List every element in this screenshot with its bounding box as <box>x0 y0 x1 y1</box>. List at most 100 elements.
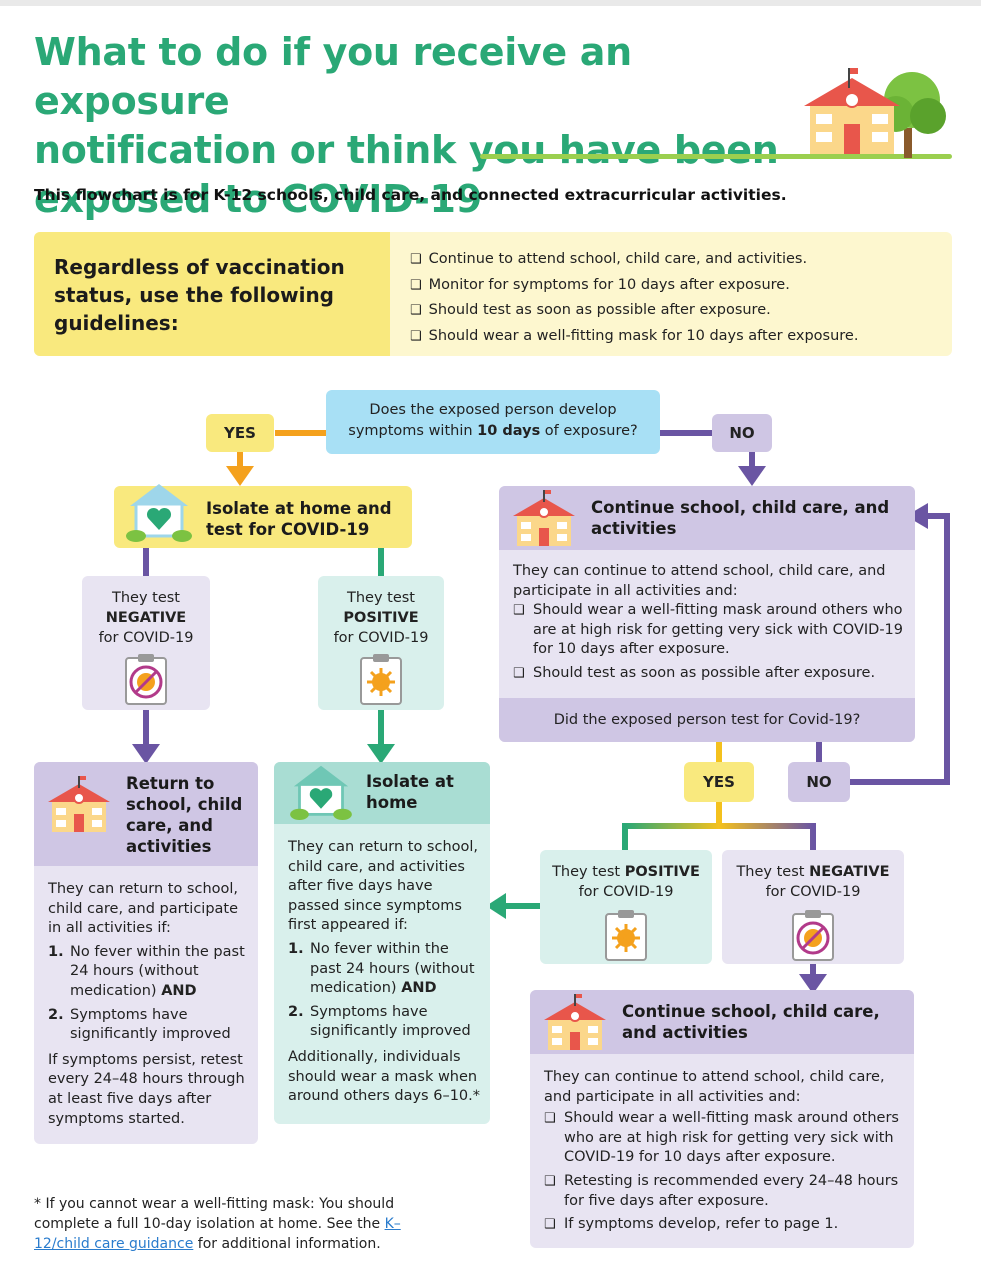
footnote-text: * If you cannot wear a well-fitting mask… <box>34 1196 395 1232</box>
list-item: 2. Symptoms have significantly improved <box>288 1003 482 1042</box>
isolate-test-box: Isolate at home and test for COVID-19 <box>114 484 412 548</box>
list-number: 2. <box>288 1003 304 1020</box>
no-label-2: NO <box>788 762 850 802</box>
test-positive-card-2: They test POSITIVE for COVID-19 <box>540 850 712 964</box>
list-text: No fever within the past 24 hours (witho… <box>70 943 245 999</box>
test-positive-2-line-1: They test POSITIVE <box>540 862 712 882</box>
title-line-3: exposed to COVID-19 <box>34 177 482 221</box>
question-symptoms: Does the exposed person develop symptoms… <box>326 390 660 454</box>
test-post-text: for COVID-19 <box>98 630 194 646</box>
list-item: Should test as soon as possible after ex… <box>513 664 907 684</box>
list-bold: AND <box>401 980 437 997</box>
test-positive-2-text: They test POSITIVE for COVID-19 <box>540 862 712 902</box>
guideline-item: Continue to attend school, child care, a… <box>410 247 858 273</box>
school-icon <box>544 994 606 1050</box>
title-line-1: What to do if you receive an exposure <box>34 30 632 123</box>
isolate-home-card: Isolate at home They can return to schoo… <box>274 762 490 1124</box>
guidelines-title-area <box>34 232 390 356</box>
continue-card-2: Continue school, child care, and activit… <box>530 990 914 1248</box>
test-pre-text: They test <box>346 590 415 606</box>
continue-1-list: Should wear a well-fitting mask around o… <box>513 601 907 683</box>
list-number: 1. <box>48 943 64 960</box>
test-post-text: for COVID-19 <box>333 630 429 646</box>
test-post-text: for COVID-19 <box>578 884 674 900</box>
guidelines-panel: Regardless of vaccination status, use th… <box>34 232 952 356</box>
test-result: NEGATIVE <box>105 610 187 626</box>
isolate-home-intro: They can return to school, child care, a… <box>288 839 479 934</box>
list-item: Retesting is recommended every 24–48 hou… <box>544 1172 908 1211</box>
title-underline <box>480 154 952 159</box>
test-result: NEGATIVE <box>809 864 890 880</box>
continue-2-body: They can continue to attend school, chil… <box>544 1068 908 1235</box>
guidance-link[interactable]: K–12/child care guidance <box>34 1216 401 1252</box>
question-text-part: Does the exposed person develop symptoms… <box>348 402 617 439</box>
list-item: 1. No fever within the past 24 hours (wit… <box>288 940 482 999</box>
question-bold-part: 10 days <box>477 423 541 439</box>
page-subtitle: This flowchart is for K-12 schools, chil… <box>34 186 787 204</box>
test-negative-card-2: They test NEGATIVE for COVID-19 <box>722 850 904 964</box>
question-text-part: of exposure? <box>540 423 638 439</box>
school-building-icon <box>804 68 946 158</box>
continue-1-question-bar <box>499 698 915 742</box>
return-school-body: They can return to school, child care, a… <box>48 880 248 1129</box>
guidelines-list: Continue to attend school, child care, a… <box>410 247 859 350</box>
school-icon <box>48 776 110 832</box>
list-item: 2. Symptoms have significantly improved <box>48 1006 248 1045</box>
test-pre-text: They test <box>552 864 625 880</box>
test-negative-2-text: They test NEGATIVE for COVID-19 <box>722 862 904 902</box>
list-item: If symptoms develop, refer to page 1. <box>544 1215 908 1235</box>
test-post-text: for COVID-19 <box>765 884 861 900</box>
test-pre-text: They test <box>736 864 810 880</box>
continue-1-intro: They can continue to attend school, chil… <box>513 563 886 599</box>
top-bar <box>0 0 981 6</box>
return-school-outro: If symptoms persist, retest every 24–48 … <box>48 1051 245 1127</box>
school-icon <box>513 490 575 546</box>
negative-test-clipboard-icon <box>792 910 834 961</box>
list-text: Symptoms have significantly improved <box>70 1006 231 1043</box>
yes-label-2: YES <box>684 762 754 802</box>
isolate-home-outro: Additionally, individuals should wear a … <box>288 1048 481 1105</box>
guideline-item: Should wear a well-fitting mask for 10 d… <box>410 324 859 350</box>
no-label: NO <box>712 414 772 452</box>
list-item: Should wear a well-fitting mask around o… <box>513 601 907 660</box>
test-result: POSITIVE <box>343 610 419 626</box>
return-school-intro: They can return to school, child care, a… <box>48 881 239 937</box>
list-bold: AND <box>161 982 197 999</box>
test-positive-card: They test POSITIVE for COVID-19 <box>318 576 444 710</box>
title-line-2: notification or think you have been <box>34 128 779 172</box>
list-text: Symptoms have significantly improved <box>310 1003 471 1040</box>
guidelines-title: Regardless of vaccination status, use th… <box>54 255 345 335</box>
test-pre-text: They test <box>111 590 180 606</box>
guideline-item: Monitor for symptoms for 10 days after e… <box>410 273 858 299</box>
guideline-item: Should test as soon as possible after ex… <box>410 298 858 324</box>
isolate-test-title: Isolate at home and test for COVID-19 <box>206 499 392 539</box>
isolate-home-title: Isolate at home <box>366 772 454 812</box>
home-heart-icon <box>290 765 352 820</box>
test-result: POSITIVE <box>624 864 700 880</box>
return-school-title: Return to school, child care, and activi… <box>126 774 243 856</box>
test-positive-text: They test POSITIVE for COVID-19 <box>318 588 444 648</box>
list-item: Should wear a well-fitting mask around o… <box>544 1109 908 1168</box>
return-school-card: Return to school, child care, and activi… <box>34 762 258 1144</box>
test-negative-2-line-1: They test NEGATIVE <box>722 862 904 882</box>
positive-test-clipboard-icon <box>605 910 647 961</box>
list-number: 1. <box>288 940 304 957</box>
test-negative-text: They test NEGATIVE for COVID-19 <box>82 588 210 648</box>
isolate-home-body: They can return to school, child care, a… <box>288 838 482 1107</box>
return-school-list: 1. No fever within the past 24 hours (wit… <box>48 943 248 1045</box>
negative-test-clipboard-icon <box>125 654 167 705</box>
continue-1-body: They can continue to attend school, chil… <box>513 562 907 684</box>
yes-label: YES <box>206 414 274 452</box>
continue-1-question: Did the exposed person test for Covid-19… <box>553 712 861 728</box>
list-number: 2. <box>48 1006 64 1023</box>
continue-2-intro: They can continue to attend school, chil… <box>544 1069 885 1105</box>
continue-2-title: Continue school, child care, and activit… <box>622 1002 880 1042</box>
continue-2-list: Should wear a well-fitting mask around o… <box>544 1109 908 1235</box>
test-negative-card: They test NEGATIVE for COVID-19 <box>82 576 210 710</box>
home-heart-icon <box>126 484 192 542</box>
footnote-after: for additional information. <box>197 1236 381 1252</box>
list-text: No fever within the past 24 hours (witho… <box>310 940 475 997</box>
isolate-home-list: 1. No fever within the past 24 hours (wit… <box>288 940 482 1042</box>
list-item: 1. No fever within the past 24 hours (wit… <box>48 943 248 1002</box>
